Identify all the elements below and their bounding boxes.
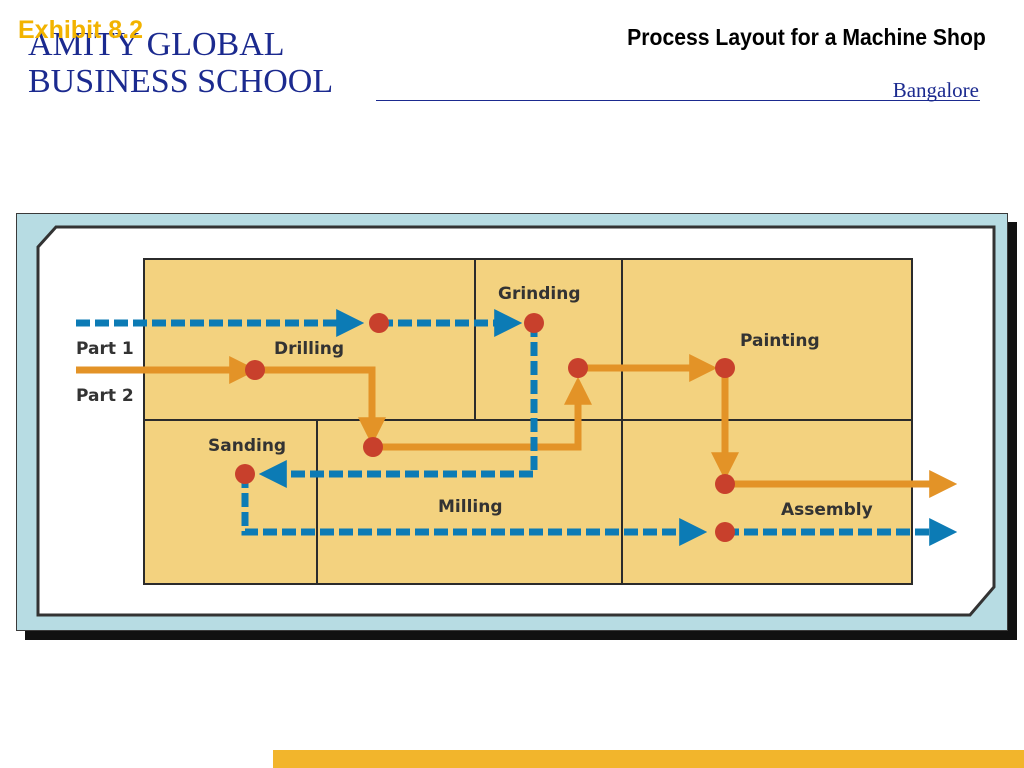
label-part2: Part 2 xyxy=(76,386,134,406)
label-sanding: Sanding xyxy=(208,436,286,456)
part1-sanding-to-assembly xyxy=(241,474,708,546)
label-drilling: Drilling xyxy=(274,339,344,359)
label-assembly: Assembly xyxy=(781,500,873,520)
node-assembly-part1 xyxy=(715,522,735,542)
label-part1: Part 1 xyxy=(76,339,134,359)
label-milling: Milling xyxy=(438,497,503,517)
footer-bar xyxy=(273,750,1024,768)
slide-title: Process Layout for a Machine Shop xyxy=(627,24,986,50)
node-drilling-part1 xyxy=(369,313,389,333)
node-assembly-part2 xyxy=(715,474,735,494)
node-milling-part2 xyxy=(363,437,383,457)
part1-flow xyxy=(76,309,958,546)
node-sanding-part1 xyxy=(235,464,255,484)
label-grinding: Grinding xyxy=(498,284,581,304)
process-layout-diagram: Drilling Grinding Painting Sanding Milli… xyxy=(36,225,996,617)
part2-flow xyxy=(76,354,958,498)
workstation-nodes xyxy=(235,313,735,542)
school-name: AMITY GLOBAL BUSINESS SCHOOL xyxy=(28,26,333,100)
dept-sanding xyxy=(143,419,318,585)
part2-drilling-to-milling xyxy=(255,366,386,446)
dept-assembly xyxy=(621,419,913,585)
school-name-line1: AMITY GLOBAL xyxy=(28,26,285,63)
node-painting-part2 xyxy=(715,358,735,378)
node-grinding-part1 xyxy=(524,313,544,333)
header-rule xyxy=(376,100,980,101)
campus-label: Bangalore xyxy=(892,78,979,102)
node-drilling-part2 xyxy=(245,360,265,380)
dept-drilling xyxy=(143,258,476,421)
node-grinding-part2 xyxy=(568,358,588,378)
part1-grinding-to-sanding xyxy=(258,323,538,488)
school-name-line2: BUSINESS SCHOOL xyxy=(28,63,334,100)
exhibit-label: Exhibit 8.2 xyxy=(18,16,144,44)
label-painting: Painting xyxy=(740,331,820,351)
part2-milling-to-grinding xyxy=(373,376,592,451)
